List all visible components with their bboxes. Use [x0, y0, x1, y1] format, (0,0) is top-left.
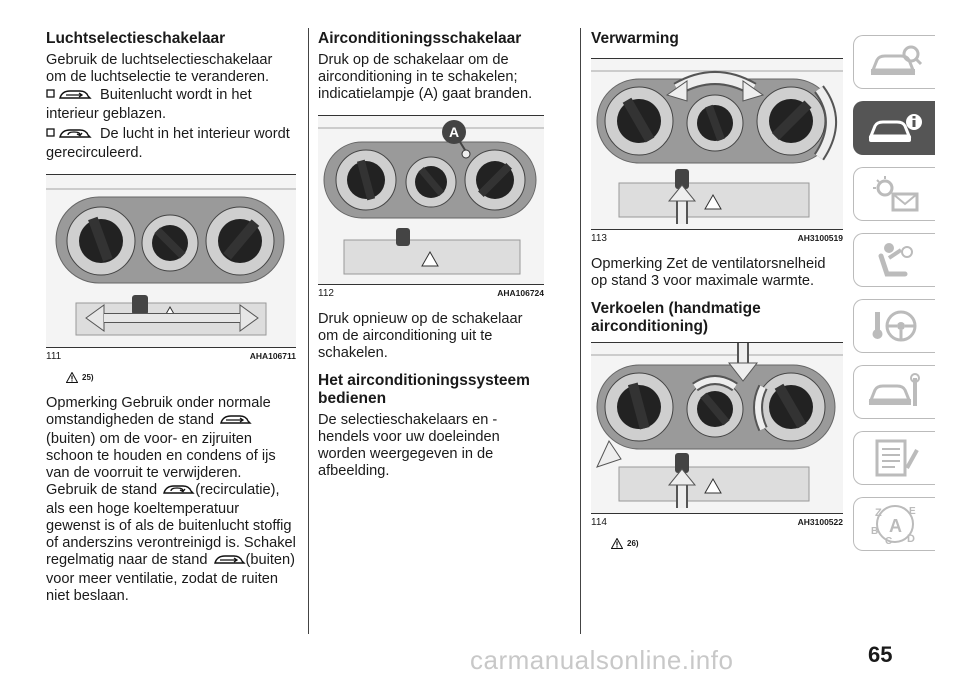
paragraph: Druk opnieuw op de schakelaar om de airc…: [318, 311, 523, 361]
svg-text:D: D: [907, 533, 915, 545]
recirculation-symbol-icon: [46, 126, 100, 145]
tab-warning-lights[interactable]: [853, 167, 935, 221]
figure-code: AH3100519: [797, 233, 843, 243]
recirculation-symbol-icon: [161, 482, 195, 501]
remark-part-c: (recirculatie), als een hoge koeltempera…: [46, 482, 296, 568]
outside-air-symbol-icon: [212, 552, 246, 571]
intro-text: Gebruik de luchtselectieschakelaar om de…: [46, 52, 273, 85]
paragraph: Opmerking Zet de ventilatorsnelheid op s…: [591, 256, 826, 289]
tab-maintenance-list[interactable]: [853, 431, 935, 485]
warning-note-ref: 25): [66, 372, 296, 383]
note-ref-text: 25): [82, 373, 94, 382]
section-title: Verwarming: [591, 30, 679, 47]
column-divider: [580, 28, 581, 634]
warning-triangle-icon: [611, 538, 623, 549]
column-divider: [308, 28, 309, 634]
heating-illustration: [591, 59, 843, 229]
subheading: Het airconditioningssysteem bedienen: [318, 372, 530, 407]
item-recirculation-text: De lucht in het interieur wordt gerecirc…: [46, 126, 290, 161]
ac-switch-illustration: A: [318, 116, 544, 284]
tab-steering-key[interactable]: [853, 299, 935, 353]
note-ref-text: 26): [627, 539, 639, 548]
warning-lights-icon: [872, 176, 918, 212]
outside-air-symbol-icon: [46, 87, 100, 106]
warning-triangle-icon: [66, 372, 78, 383]
figure-code: AHA106724: [497, 288, 544, 298]
section-title: Luchtselectieschakelaar: [46, 30, 226, 47]
maintenance-list-icon: [875, 439, 919, 477]
item-outside-air-text: Buitenlucht wordt in het interieur gebla…: [46, 87, 252, 122]
warning-note-ref: 26): [611, 538, 843, 549]
figure-112: A 112 AHA106724: [318, 115, 544, 299]
cooling-illustration: [591, 343, 843, 513]
steering-key-icon: [872, 310, 916, 342]
intro-text: Druk op de schakelaar om de aircondition…: [318, 52, 533, 102]
column-3: Verwarming 113 AH3100519: [591, 30, 843, 561]
figure-111: 111 AHA106711: [46, 174, 296, 362]
car-info-icon: [868, 114, 922, 142]
tab-car-info[interactable]: [853, 101, 935, 155]
tab-airbag-seat[interactable]: [853, 233, 935, 287]
svg-text:B: B: [871, 526, 878, 537]
hvac-panel-illustration: [46, 175, 296, 347]
svg-text:A: A: [889, 516, 902, 536]
column-2: Airconditioningsschakelaar Druk op de sc…: [318, 30, 544, 480]
figure-number: 114: [591, 517, 607, 528]
figure-number: 112: [318, 288, 334, 299]
figure-number: 111: [46, 351, 62, 362]
figure-code: AHA106711: [249, 351, 296, 361]
figure-113: 113 AH3100519: [591, 58, 843, 244]
remark-part-d: (buiten) voor meer ventilatie, zodat de …: [46, 552, 295, 604]
tab-car-search[interactable]: [853, 35, 935, 89]
item-recirculation: De lucht in het interieur wordt gerecirc…: [46, 126, 296, 162]
svg-text:E: E: [909, 506, 916, 517]
figure-number: 113: [591, 233, 607, 244]
svg-text:Z: Z: [875, 507, 882, 519]
car-service-icon: [868, 373, 920, 406]
svg-text:C: C: [885, 536, 892, 546]
watermark-text[interactable]: carmanualsonline.info: [470, 645, 734, 675]
car-search-icon: [870, 45, 922, 75]
page-number: 65: [868, 642, 893, 667]
tab-car-service[interactable]: [853, 365, 935, 419]
remark-paragraph: Opmerking Gebruik onder normale omstandi…: [46, 395, 296, 605]
section-title: Airconditioningsschakelaar: [318, 30, 522, 47]
airbag-seat-icon: [878, 243, 913, 277]
figure-114: 114 AH3100522: [591, 342, 843, 528]
remark-part-a: Opmerking Gebruik onder normale omstandi…: [46, 395, 271, 428]
subheading: Verkoelen (handmatige airconditioning): [591, 300, 761, 335]
figure-code: AH3100522: [797, 517, 843, 527]
item-outside-air: Buitenlucht wordt in het interieur gebla…: [46, 87, 296, 123]
outside-air-symbol-icon: [218, 412, 252, 431]
remark-part-b: (buiten) om de voor- en zijruiten schoon…: [46, 431, 276, 498]
column-1: Luchtselectieschakelaar Gebruik de lucht…: [46, 30, 296, 605]
paragraph: De selectieschakelaars en -hendels voor …: [318, 412, 500, 479]
callout-a: A: [449, 124, 459, 140]
